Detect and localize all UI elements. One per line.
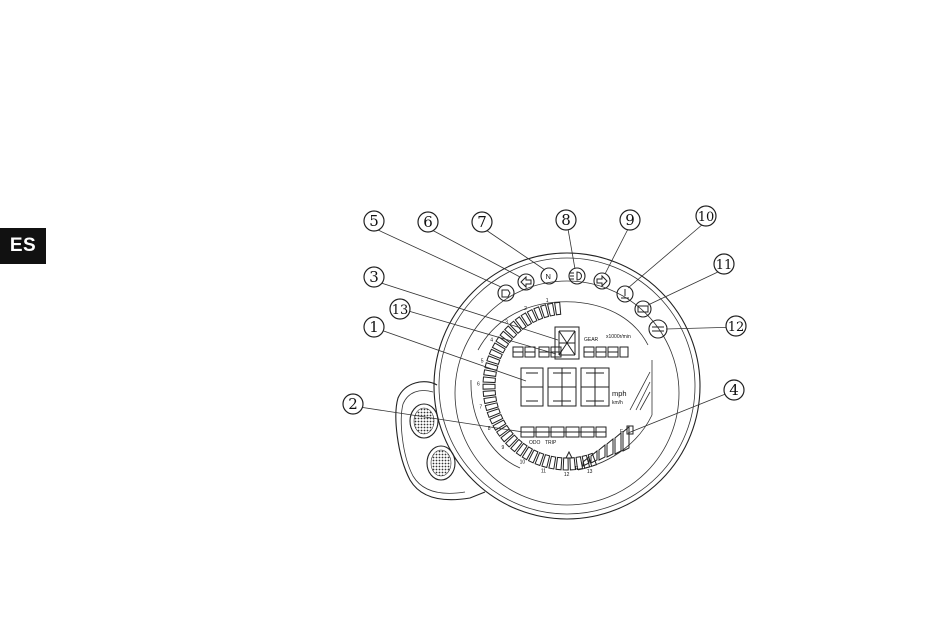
fuel-segment: [607, 439, 613, 457]
callout-9: 9: [620, 210, 640, 230]
svg-text:N: N: [546, 272, 551, 281]
gauge-bezel: [434, 253, 700, 519]
tacho-segment: [484, 370, 497, 377]
fuel-pump-icon: F: [620, 426, 633, 435]
tacho-segment: [515, 317, 526, 329]
callout-3: 3: [364, 267, 384, 287]
tacho-segment: [516, 443, 527, 455]
tacho-numeral: 6: [477, 382, 480, 388]
tacho-segment: [483, 384, 495, 389]
tacho-numeral: 9: [502, 445, 505, 451]
tacho-numeral: 3: [505, 320, 508, 326]
temperature-display: [584, 347, 628, 357]
odometer-display: [521, 427, 606, 437]
tacho-numeral: 11: [541, 469, 546, 475]
tacho-numeral: 10: [520, 459, 526, 465]
tacho-numeral: 1: [546, 298, 549, 304]
tacho-segment: [548, 303, 555, 316]
callout-8: 8: [556, 210, 576, 230]
svg-text:12: 12: [728, 320, 745, 335]
oil-pressure-icon: [635, 301, 651, 317]
tacho-segment: [492, 343, 505, 353]
svg-text:5: 5: [369, 212, 379, 230]
callout-13: 13: [390, 299, 410, 319]
odo-label: ODO: [529, 440, 541, 446]
svg-text:1: 1: [369, 318, 379, 336]
svg-text:2: 2: [348, 395, 358, 413]
svg-text:9: 9: [625, 211, 635, 229]
callout-7: 7: [472, 212, 492, 232]
abs-icon: [649, 320, 667, 338]
svg-text:3: 3: [369, 268, 379, 286]
rpm-unit-label: x1000r/min: [606, 334, 631, 340]
fuel-segment: [615, 433, 621, 454]
trip-label: TRIP: [545, 440, 557, 446]
leader-lines: [353, 224, 740, 433]
tacho-segment: [556, 457, 562, 469]
tacho-segment: [483, 377, 495, 383]
tacho-segment: [522, 447, 532, 460]
svg-text:6: 6: [423, 213, 433, 231]
tacho-segment: [563, 458, 568, 470]
tacho-segment: [497, 425, 510, 436]
svg-text:13: 13: [392, 303, 409, 318]
tacho-segment: [511, 439, 522, 451]
callout-2: 2: [343, 394, 363, 414]
tacho-numeral: 7: [479, 405, 482, 411]
svg-text:8: 8: [561, 211, 571, 229]
svg-text:7: 7: [477, 213, 487, 231]
callout-1: 1: [364, 317, 384, 337]
speed-stripes: [630, 372, 650, 410]
svg-text:10: 10: [698, 210, 715, 225]
callout-4: 4: [724, 380, 744, 400]
tacho-numeral: 5: [481, 359, 484, 365]
callout-11: 11: [714, 254, 734, 274]
callout-5: 5: [364, 211, 384, 231]
svg-text:4: 4: [729, 381, 739, 399]
tacho-numeral: 12: [564, 472, 570, 478]
svg-text:11: 11: [716, 258, 733, 273]
speed-unit-kmh: km/h: [612, 400, 623, 406]
tacho-segment: [483, 391, 495, 397]
speed-unit-mph: mph: [612, 389, 627, 398]
tacho-numeral: 13: [587, 469, 593, 475]
tacho-segment: [521, 313, 531, 326]
callout-markers: 5 6 7 8 9 10 11 3 13 12 1 4 2: [343, 206, 746, 414]
tacho-segment: [549, 456, 556, 469]
callout-10: 10: [696, 206, 716, 226]
gear-indicator: GEAR: [555, 327, 599, 359]
callout-6: 6: [418, 212, 438, 232]
button-housing: [396, 382, 485, 500]
tacho-segment: [505, 326, 517, 338]
tacho-numeral: 2: [524, 306, 527, 312]
tacho-segment: [555, 302, 561, 314]
tacho-segment: [506, 435, 518, 447]
callout-12: 12: [726, 316, 746, 336]
tacho-segment: [501, 430, 513, 441]
tacho-segment: [484, 397, 497, 404]
speedometer-digits: [521, 368, 609, 406]
fuel-warning-icon: [566, 452, 572, 458]
svg-text:F: F: [620, 429, 623, 435]
gear-label: GEAR: [584, 337, 599, 343]
tacho-numeral: 4: [490, 337, 493, 343]
fuel-segment: [599, 445, 605, 460]
